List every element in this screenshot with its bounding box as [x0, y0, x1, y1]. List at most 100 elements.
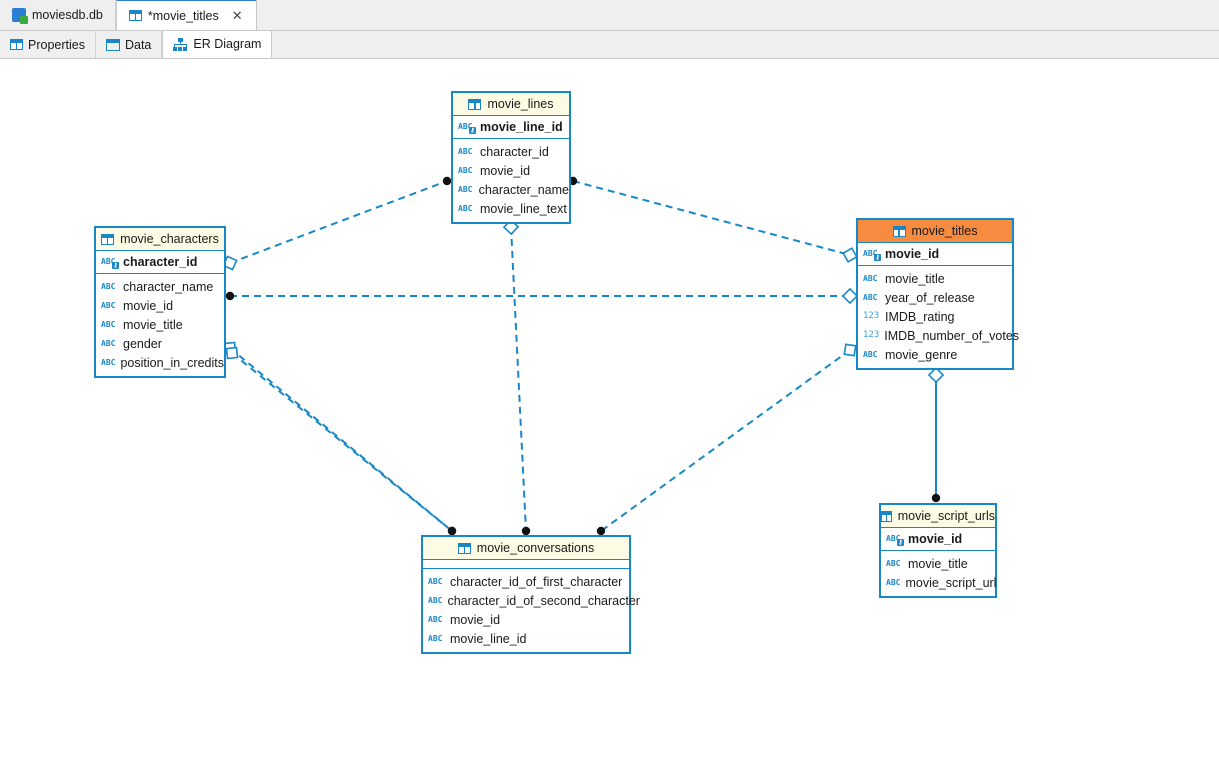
column-name: movie_id: [480, 163, 531, 178]
text-type-icon: ABC⚷: [886, 534, 904, 546]
close-icon[interactable]: ✕: [231, 8, 243, 23]
er-diagram-icon: [173, 37, 188, 51]
column-name: movie_id: [908, 532, 963, 546]
column-row[interactable]: 123 IMDB_rating: [858, 307, 1012, 326]
primary-key-icon: ⚷: [469, 127, 476, 134]
text-type-icon: ABC: [863, 292, 878, 302]
relationship-lines-to-conversations[interactable]: [502, 218, 531, 536]
primary-key-row[interactable]: ABC⚷ movie_line_id: [453, 116, 569, 139]
column-name: character_name: [123, 279, 214, 294]
text-type-icon: ABC: [886, 577, 901, 587]
data-grid-icon: [105, 38, 120, 51]
column-row[interactable]: ABC movie_id: [423, 610, 629, 629]
tab-moviesdb-db[interactable]: moviesdb.db: [0, 0, 116, 30]
text-type-icon: ABC: [428, 614, 443, 624]
column-name: movie_id: [450, 612, 501, 627]
text-type-icon: ABC: [428, 576, 443, 586]
text-type-icon: ABC: [101, 300, 116, 310]
view-sub-tab-bar: Properties Data ER Diagram: [0, 30, 1219, 59]
entity-header[interactable]: movie_characters: [96, 228, 224, 251]
tab-er-diagram[interactable]: ER Diagram: [162, 30, 273, 58]
table-icon: [128, 10, 142, 21]
tab-data[interactable]: Data: [96, 31, 163, 58]
tab-properties[interactable]: Properties: [0, 31, 96, 58]
relationship-characters-to-conv-second[interactable]: [225, 346, 457, 536]
text-type-icon: ABC⚷: [458, 122, 476, 134]
column-row[interactable]: ABC movie_id: [453, 161, 569, 180]
relationship-one-endpoint: [927, 366, 945, 384]
entity-name: movie_titles: [911, 224, 978, 238]
relationship-characters-to-titles[interactable]: [225, 287, 859, 305]
column-name: position_in_credits: [120, 355, 224, 370]
primary-key-row[interactable]: ABC⚷character_id: [96, 251, 224, 274]
subtab-label: ER Diagram: [193, 37, 262, 51]
tab-label: moviesdb.db: [32, 8, 103, 22]
relationship-lines-to-titles[interactable]: [568, 176, 858, 263]
crow-foot-many-endpoint: [447, 526, 457, 536]
text-type-icon: ABC: [101, 281, 116, 291]
table-icon: [101, 233, 115, 245]
relationship-line: [229, 347, 453, 532]
text-type-icon: ABC⚷: [101, 257, 119, 269]
relationship-line: [600, 349, 851, 532]
relationship-one-endpoint: [225, 346, 239, 360]
column-name: year_of_release: [885, 290, 975, 305]
column-name: movie_line_id: [480, 120, 563, 134]
text-type-icon: ABC: [101, 319, 116, 329]
primary-key-icon: ⚷: [874, 254, 881, 261]
primary-key-separator: [423, 560, 629, 569]
relationship-titles-to-conversations[interactable]: [596, 343, 857, 536]
column-name: movie_line_id: [450, 631, 527, 646]
entity-header[interactable]: movie_lines: [453, 93, 569, 116]
relationship-one-endpoint: [842, 247, 858, 263]
tab-label: *movie_titles: [147, 8, 219, 23]
column-name: IMDB_number_of_votes: [884, 328, 1020, 343]
relationship-characters-to-lines[interactable]: [222, 176, 452, 271]
subtab-label: Data: [124, 37, 152, 52]
relationship-titles-to-script-urls[interactable]: [927, 366, 945, 503]
primary-key-row[interactable]: ABC⚷movie_id: [858, 243, 1012, 266]
text-type-icon: ABC: [101, 338, 116, 348]
text-type-icon: ABC: [458, 165, 473, 175]
crow-foot-many-endpoint: [931, 493, 941, 503]
column-name: character_id: [480, 144, 549, 159]
entity-header[interactable]: movie_titles: [858, 220, 1012, 243]
column-name: IMDB_rating: [885, 309, 955, 324]
column-row[interactable]: ABC character_name: [96, 277, 224, 296]
text-type-icon: ABC: [886, 558, 901, 568]
number-type-icon: 123: [863, 311, 880, 321]
entity-header[interactable]: movie_script_urls: [881, 505, 995, 528]
primary-key-row[interactable]: ABC⚷ movie_id: [881, 528, 995, 551]
text-type-icon: ABC: [863, 349, 878, 359]
entity-header[interactable]: movie_conversations: [423, 537, 629, 560]
tab-movie-titles[interactable]: *movie_titles ✕: [115, 0, 257, 30]
table-icon: [457, 542, 471, 554]
column-row[interactable]: ABC year_of_release: [858, 288, 1012, 307]
